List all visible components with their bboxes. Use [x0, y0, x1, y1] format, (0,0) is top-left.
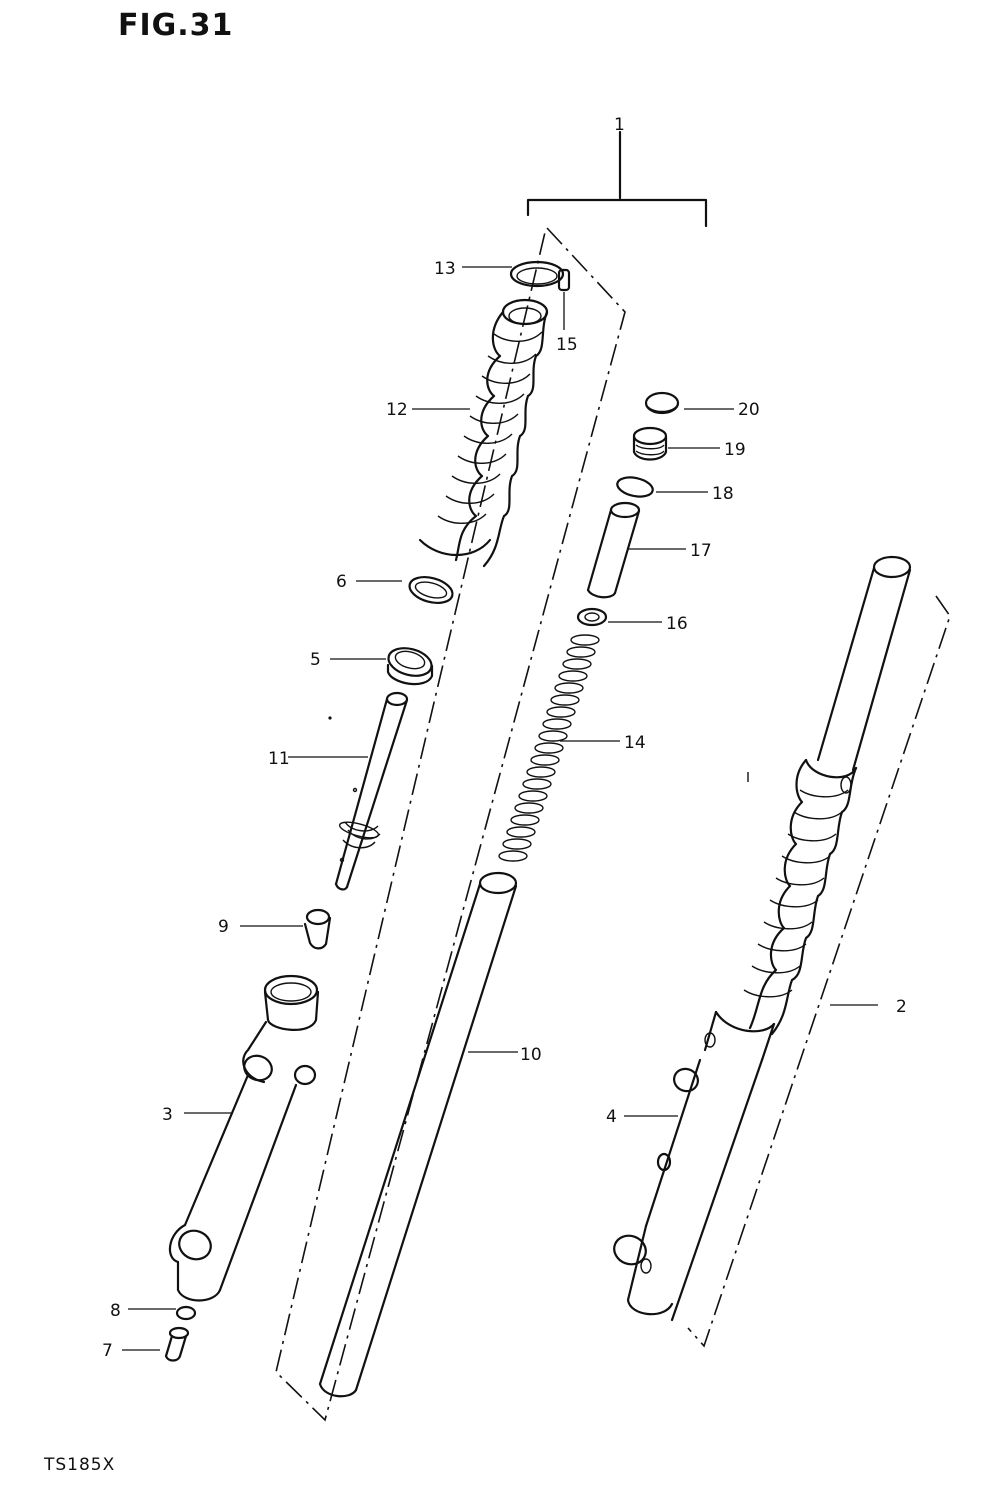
part-5-oil-seal: [330, 647, 434, 686]
callout-19: 19: [724, 440, 746, 460]
part-18-o-ring: [616, 476, 708, 498]
part-13-clamp-band: [462, 260, 565, 288]
callout-2: 2: [896, 997, 907, 1017]
part-8-gasket: [128, 1305, 197, 1321]
part-9-oil-lock-piece: [240, 908, 332, 950]
callout-12: 12: [386, 400, 408, 420]
callout-10: 10: [520, 1045, 542, 1065]
callout-4: 4: [606, 1107, 617, 1127]
assembly-1-boundary: [275, 227, 626, 1422]
part-16-spring-seat: [576, 607, 662, 627]
part-3-outer-tube-left: [168, 974, 320, 1302]
callout-6: 6: [336, 572, 347, 592]
callout-11: 11: [268, 749, 290, 769]
callout-17: 17: [690, 541, 712, 561]
part-20-cap: [644, 391, 734, 415]
part-17-spacer: [586, 501, 686, 599]
callout-1: 1: [614, 115, 625, 135]
callout-18: 18: [712, 484, 734, 504]
callout-3: 3: [162, 1105, 173, 1125]
callout-15: 15: [556, 335, 578, 355]
callout-13: 13: [434, 259, 456, 279]
callout-14: 14: [624, 733, 646, 753]
part-6-o-ring: [356, 575, 454, 605]
callout-16: 16: [666, 614, 688, 634]
part-11-damper-rod: [288, 691, 409, 891]
callout-20: 20: [738, 400, 760, 420]
callout-8: 8: [110, 1301, 121, 1321]
callout-labels: 1 2 3 4 5 6 7 8 9 10 11 12 13 14 15 16 1…: [102, 115, 907, 1361]
part-2-fork-assembly-right: [613, 555, 912, 1322]
part-10-inner-tube: [318, 871, 518, 1398]
assembly-bracket-1: [526, 130, 708, 228]
part-7-drain-bolt: [122, 1326, 190, 1362]
part-15-screw: [557, 268, 571, 330]
part-19-cap-bolt: [632, 426, 720, 461]
figure-title: FIG.31: [118, 8, 234, 43]
assembly-2-boundary: [687, 595, 951, 1348]
model-code: TS185X: [44, 1455, 116, 1475]
part-2-dust-boot: [714, 758, 858, 1036]
callout-5: 5: [310, 650, 321, 670]
part-12-dust-boot: [412, 298, 549, 568]
callout-9: 9: [218, 917, 229, 937]
part-14-fork-spring: [498, 634, 620, 862]
callout-7: 7: [102, 1341, 113, 1361]
part-4-outer-tube-right: [613, 1010, 776, 1322]
